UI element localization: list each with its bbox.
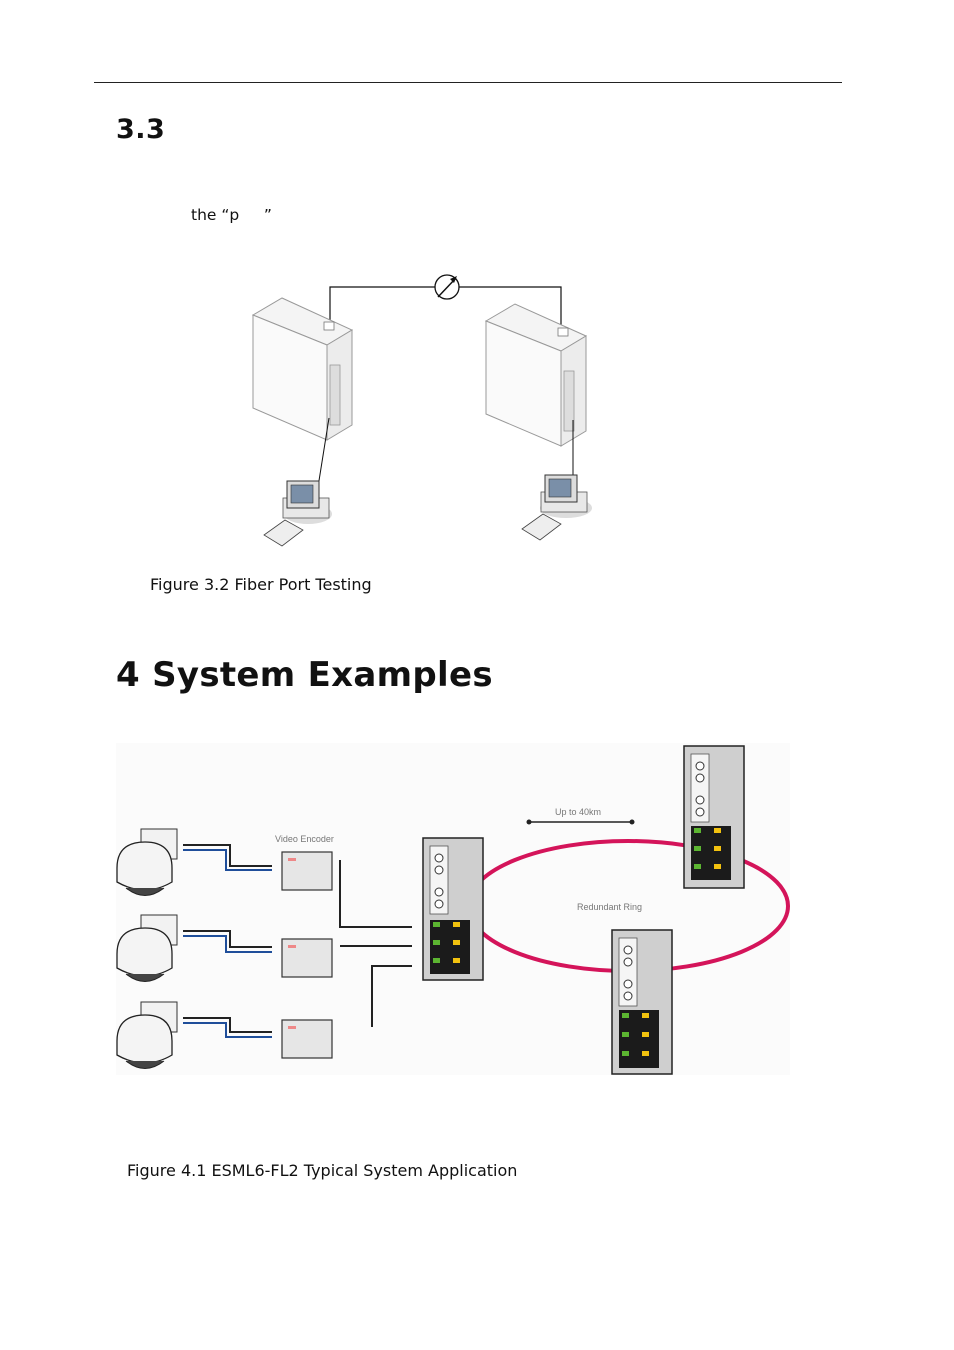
ptz-camera-3: [116, 1001, 178, 1069]
ptz-camera-2: [116, 914, 178, 982]
computer-right: [521, 474, 592, 541]
figure-4-1-caption: Figure 4.1 ESML6-FL2 Typical System Appl…: [127, 1161, 518, 1180]
header-rule: [94, 82, 842, 83]
encoder-label: Video Encoder: [275, 834, 334, 844]
ptz-camera-1: [116, 828, 178, 896]
distance-marker: [526, 819, 635, 825]
computer-left: [263, 480, 332, 547]
ethernet-switch-main: [422, 837, 484, 981]
section-number: 3.3: [116, 114, 166, 145]
ring-label: Redundant Ring: [577, 902, 642, 912]
distance-label: Up to 40km: [555, 807, 601, 817]
video-encoder-3: [281, 1019, 333, 1059]
figure-3-2-caption: Figure 3.2 Fiber Port Testing: [150, 575, 372, 594]
body-text-fragment: the “p ”: [191, 206, 272, 224]
chapter-title: 4 System Examples: [116, 655, 493, 695]
attenuator-icon: [434, 274, 460, 300]
switch-unit-left: [251, 297, 354, 441]
ethernet-switch-upper-right: [683, 745, 745, 889]
ethernet-switch-lower: [611, 929, 673, 1075]
switch-unit-right: [484, 303, 588, 447]
video-encoder-2: [281, 938, 333, 978]
video-encoder-1: [281, 851, 333, 891]
